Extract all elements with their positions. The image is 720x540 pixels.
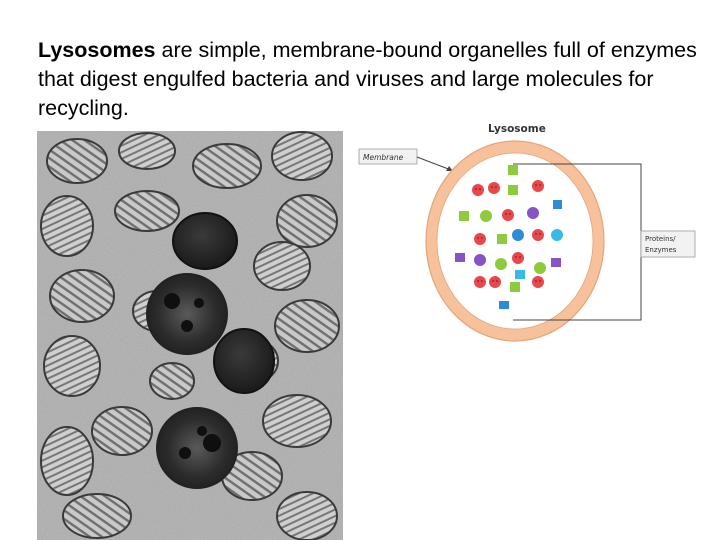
enzyme-blue-group [499, 200, 563, 309]
enzyme-green-group [459, 165, 546, 292]
enzyme-green [534, 262, 546, 274]
enzyme-blue [515, 270, 525, 279]
enzyme-red [502, 209, 514, 221]
enzyme-green [497, 234, 507, 244]
enzyme-purple [474, 254, 486, 266]
enzyme-green [480, 210, 492, 222]
electron-micrograph-image [37, 131, 343, 540]
enzyme-purple-group [455, 207, 561, 267]
caption-term: Lysosomes [38, 38, 156, 62]
membrane-pointer-arrow [416, 156, 452, 171]
proteins-label-line2: Enzymes [645, 246, 677, 254]
enzyme-green [510, 282, 520, 292]
enzyme-red [532, 229, 544, 241]
enzyme-blue [551, 229, 563, 241]
slide-caption: Lysosomes are simple, membrane-bound org… [38, 36, 698, 123]
lysosome-interior [436, 152, 594, 330]
enzyme-green [508, 185, 518, 195]
lysosome-diagram: Lysosome Membrane Proteins/ Enzymes [358, 123, 696, 342]
enzyme-red [532, 276, 544, 288]
enzyme-purple [455, 253, 465, 262]
enzyme-green [459, 211, 469, 221]
enzyme-blue [512, 229, 524, 241]
enzyme-red [488, 182, 500, 194]
enzyme-green [508, 165, 518, 175]
enzyme-red [474, 233, 486, 245]
membrane-label-box: Membrane [358, 148, 418, 165]
enzyme-red [489, 276, 501, 288]
enzyme-green [495, 258, 507, 270]
enzyme-purple [527, 207, 539, 219]
enzyme-red-group [472, 180, 544, 288]
enzyme-blue [499, 301, 509, 309]
enzyme-red [512, 252, 524, 264]
enzyme-blue [553, 200, 562, 209]
caption-text: are simple, membrane-bound organelles fu… [38, 38, 697, 120]
diagram-title: Lysosome [488, 123, 546, 135]
proteins-label-box: Proteins/ Enzymes [640, 230, 696, 258]
membrane-label: Membrane [363, 153, 404, 162]
enzyme-red [474, 276, 486, 288]
enzyme-purple [551, 258, 561, 267]
membrane-arrowhead [446, 166, 453, 171]
enzyme-red [532, 180, 544, 192]
proteins-label-line1: Proteins/ [645, 235, 676, 243]
enzyme-red [472, 184, 484, 196]
